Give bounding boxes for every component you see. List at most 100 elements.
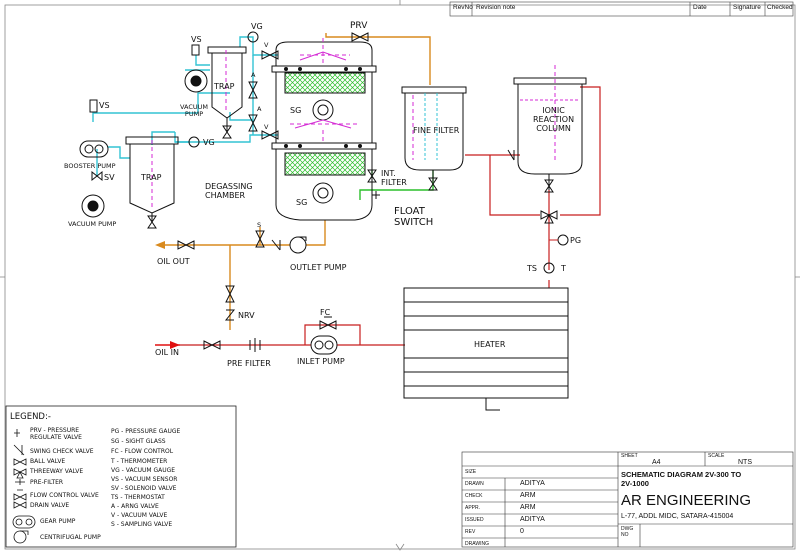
legend-item-ts: TS - THERMOSTAT [111, 494, 165, 501]
tb-rev-label: REV [465, 529, 476, 535]
label-a-top: A [251, 71, 256, 79]
legend-item-drain: DRAIN VALVE [30, 502, 70, 509]
int-filter-valve [367, 169, 377, 183]
rev-no-header: RevNo [453, 4, 473, 11]
label-vacuum-pump-top: VACUUM PUMP [180, 103, 209, 118]
ionic-column-vessel [513, 65, 587, 190]
nrv-symbol [224, 309, 236, 321]
tb-company: AR ENGINEERING [621, 492, 752, 509]
tb-drawn-label: DRAWN [465, 481, 484, 487]
legend-item-threeway: THREEWAY VALVE [30, 468, 84, 475]
legend-item-pre-filter: PRE-FILTER [30, 479, 64, 486]
legend-item-vg: VG - VACUUM GAUGE [111, 467, 176, 474]
legend-item-gear-pump: GEAR PUMP [40, 518, 76, 525]
vacuum-valve-mid [261, 130, 279, 140]
tb-issued-label: ISSUED [465, 517, 484, 523]
label-outlet-pump: OUTLET PUMP [290, 263, 347, 272]
tb-size-label: SIZE [465, 469, 477, 475]
label-v-top: V [264, 41, 269, 49]
label-trap-big: TRAP [141, 173, 162, 182]
legend-item-pg: PG - PRESSURE GAUGE [111, 428, 181, 435]
label-booster-pump: BOOSTER PUMP [64, 162, 116, 170]
oil-out-arrow [155, 241, 165, 249]
legend-item-sg: SG - SIGHT GLASS [111, 438, 166, 445]
arng-valve-top [248, 81, 258, 99]
legend-item-s: S - SAMPLING VALVE [111, 521, 173, 528]
tb-check-label: CHECK [465, 493, 483, 499]
vacuum-sensor-left [89, 99, 98, 113]
label-heater: HEATER [474, 340, 506, 349]
drain-valve-trap-small [222, 125, 232, 139]
tb-rev: 0 [520, 528, 524, 535]
tb-appr: ARM [520, 504, 536, 511]
booster-pump [79, 140, 109, 158]
legend-item-v: V - VACUUM VALVE [111, 512, 168, 519]
vacuum-gauge-mid [188, 136, 200, 148]
legend-item-a: A - ARNG VALVE [111, 503, 159, 510]
ball-valve-oil-out [177, 240, 195, 250]
legend-item-fc: FC - FLOW CONTROL [111, 448, 174, 455]
label-nrv: NRV [238, 311, 255, 320]
label-vacuum-pump-left: VACUUM PUMP [68, 220, 117, 228]
vacuum-pump-left [81, 194, 105, 218]
label-trap-small: TRAP [214, 82, 235, 91]
vacuum-gauge-top [247, 31, 259, 43]
tb-drawing-label: DRAWING [465, 541, 489, 547]
vacuum-pump-top [184, 69, 208, 93]
tb-check: ARM [520, 492, 536, 499]
label-prv: PRV [350, 21, 368, 31]
thermostat [543, 262, 555, 274]
threeway-valve [540, 210, 558, 224]
arng-valve-mid [248, 114, 258, 132]
vacuum-sensor-top [191, 44, 200, 56]
label-vs-left: VS [99, 101, 110, 110]
legend-item-prv: PRV - PRESSURE REGULATE VALVE [30, 427, 82, 441]
legend: LEGEND:- PRV - PRESSURE REGULATE VALVE S… [6, 406, 236, 546]
checked-header: Checked [767, 4, 793, 11]
label-t: T [561, 264, 566, 273]
tb-scale-label: SCALE [708, 453, 725, 459]
heater [403, 287, 569, 411]
trap-small [207, 46, 247, 132]
legend-box [5, 405, 237, 548]
return-lines [180, 86, 601, 346]
legend-item-flow-control: FLOW CONTROL VALVE [30, 492, 99, 499]
vacuum-valve-top [261, 50, 279, 60]
flow-control-valve [319, 316, 337, 330]
label-sampling: S [257, 221, 262, 229]
date-header: Date [693, 4, 707, 11]
outlet-pump-symbol [289, 236, 307, 254]
label-vs-top: VS [191, 35, 202, 44]
pressure-gauge [557, 234, 569, 246]
revision-note-header: Revision note [476, 4, 516, 11]
float-switch-symbol [372, 191, 380, 199]
legend-item-centrifugal: CENTRIFUGAL PUMP [40, 534, 101, 541]
title-block-grid [461, 451, 794, 548]
prv-valve-symbol [351, 32, 369, 42]
sampling-valve [255, 230, 265, 248]
legend-item-ball-valve: BALL VALVE [30, 458, 66, 465]
label-oil-out: OIL OUT [157, 257, 190, 266]
tb-issued: ADITYA [520, 516, 545, 523]
tb-title: SCHEMATIC DIAGRAM 2V-300 TO 2V-1000 [621, 470, 742, 488]
label-v-mid: V [264, 123, 269, 131]
tb-dwg-label: DWG NO [621, 526, 634, 538]
label-ts: TS [527, 264, 537, 273]
tb-address: L-77, ADDL MIDC, SATARA-415004 [621, 513, 734, 520]
label-sg-bottom: SG [296, 198, 308, 207]
pre-filter-symbol [249, 338, 261, 352]
label-fine-filter: FINE FILTER [413, 126, 460, 135]
label-ionic-column: IONIC REACTION COLUMN [533, 106, 575, 133]
tb-sheet: A4 [652, 459, 661, 466]
signature-header: Signature [733, 4, 761, 11]
swing-check-valve-oil-out [271, 239, 281, 251]
label-pre-filter: PRE FILTER [227, 359, 271, 368]
label-vg-top: VG [251, 22, 263, 31]
revision-block [449, 1, 794, 17]
label-sv: SV [104, 173, 115, 182]
label-pg: PG [570, 236, 582, 245]
trap-big [125, 136, 179, 222]
drain-valve-fine-filter [428, 177, 438, 191]
fine-filter-vessel [401, 86, 467, 182]
